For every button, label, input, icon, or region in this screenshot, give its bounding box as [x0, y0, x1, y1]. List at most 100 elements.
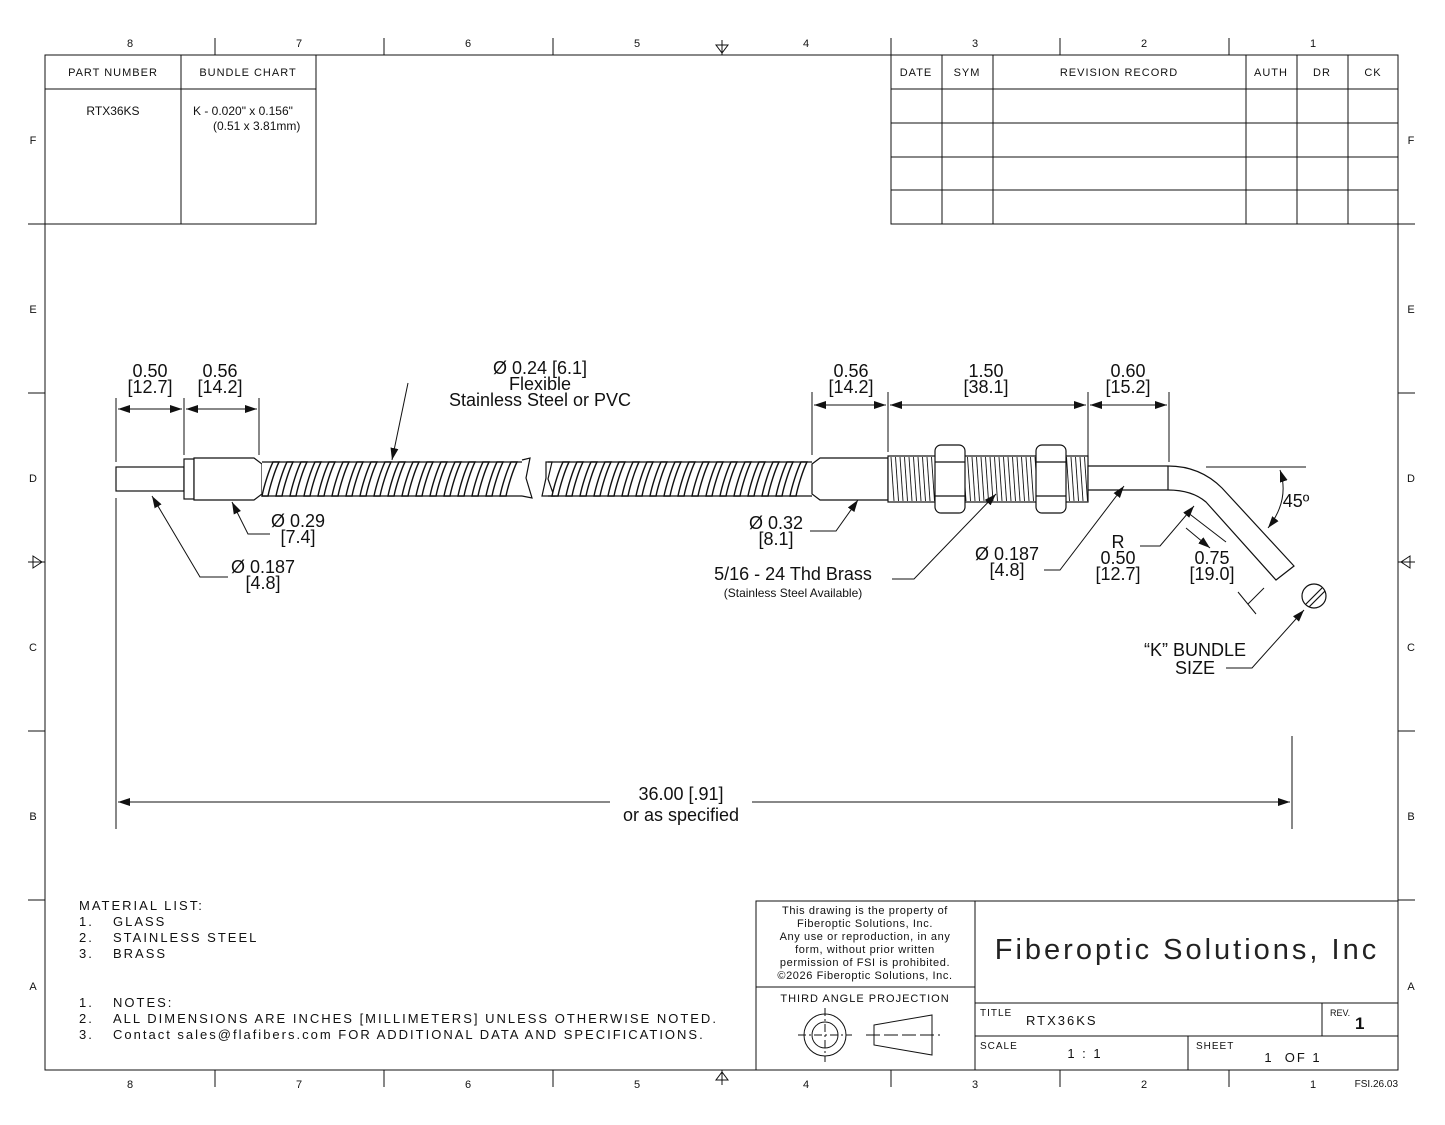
title-block: This drawing is the property of Fiberopt… [755, 900, 1399, 1071]
thread-line [931, 456, 935, 502]
svg-text:CK: CK [1364, 67, 1381, 79]
thread-line [926, 456, 931, 502]
zone-labels-bottom: 8 7 6 5 4 3 2 1 [127, 1079, 1316, 1091]
dimension-lines [115, 382, 1306, 829]
svg-text:E: E [1407, 304, 1414, 316]
svg-text:This drawing is the property o: This drawing is the property of [782, 905, 948, 917]
flex-label: Flexible [509, 374, 571, 394]
dia-0187-probe-mm: [4.8] [989, 560, 1024, 580]
zone-labels-right: F E D C B A [1407, 135, 1415, 993]
thread-line [967, 456, 971, 502]
svg-text:SYM: SYM [954, 67, 981, 79]
flex-material: Stainless Steel or PVC [449, 390, 631, 410]
armor-wrap [485, 461, 505, 497]
thread-line [1003, 456, 1007, 502]
svg-text:1.: 1. [79, 995, 94, 1010]
armor-wrap [663, 461, 683, 497]
svg-text:5: 5 [634, 38, 640, 50]
projection-label: THIRD ANGLE PROJECTION [780, 993, 949, 1005]
bundle-header-part: PART NUMBER [68, 67, 158, 79]
svg-text:8: 8 [127, 1079, 133, 1091]
radius-r: R [1112, 532, 1125, 552]
armor-wrap [747, 461, 767, 497]
hex-nut-left [934, 444, 966, 514]
radius-mm: [12.7] [1095, 564, 1140, 584]
thread-line [998, 456, 1003, 502]
svg-text:©2026 Fiberoptic Solutions, In: ©2026 Fiberoptic Solutions, Inc. [777, 970, 952, 982]
fiber-assembly [115, 444, 1295, 581]
glass-tip [115, 466, 185, 492]
svg-text:GLASS: GLASS [113, 914, 166, 929]
dim-056-b: 0.56 [833, 361, 868, 381]
armor-wrap [471, 461, 491, 497]
thread-alt: (Stainless Steel Available) [724, 586, 863, 600]
flex-dia: Ø 0.24 [6.1] [493, 358, 587, 378]
armor-wrap [443, 461, 463, 497]
dia-0187-tip: Ø 0.187 [231, 557, 295, 577]
svg-text:B: B [1407, 811, 1414, 823]
thread-line [904, 456, 908, 502]
svg-text:2.: 2. [79, 1011, 94, 1026]
tip-collar [183, 458, 195, 500]
bundle-size-label-2: SIZE [1175, 658, 1215, 678]
thread-line [1084, 456, 1088, 502]
armor-wrap [499, 461, 519, 497]
dia-032: Ø 0.32 [749, 513, 803, 533]
dim-056-b-mm: [14.2] [828, 377, 873, 397]
svg-text:DR: DR [1313, 67, 1331, 79]
dim-050: 0.50 [132, 361, 167, 381]
svg-text:4: 4 [803, 38, 809, 50]
notes-list: 1. NOTES: 2. ALL DIMENSIONS ARE INCHES [… [79, 995, 716, 1042]
thread-line [985, 456, 989, 502]
armor-wrap [275, 461, 295, 497]
armor-wrap [635, 461, 655, 497]
svg-text:2.: 2. [79, 930, 94, 945]
dim-075: 0.75 [1194, 548, 1229, 568]
thread-line [994, 456, 998, 502]
svg-text:3.: 3. [79, 946, 94, 961]
thread-line [1007, 456, 1012, 502]
crimp-sleeve [811, 457, 889, 501]
svg-text:form, without prior written: form, without prior written [795, 944, 935, 956]
bundle-table: PART NUMBER BUNDLE CHART RTX36KS K - 0.0… [44, 54, 317, 225]
svg-text:1: 1 [1310, 38, 1316, 50]
revision-table: DATE SYM REVISION RECORD AUTH DR CK [890, 54, 1399, 225]
svg-text:E: E [29, 304, 36, 316]
armor-spiral-right [551, 461, 809, 497]
thread-line [1021, 456, 1025, 502]
svg-text:NOTES:: NOTES: [113, 995, 173, 1010]
svg-text:DATE: DATE [900, 67, 933, 79]
armor-wrap [345, 461, 365, 497]
armor-wrap [373, 461, 393, 497]
bundle-line1: K - 0.020" x 0.156" [193, 104, 293, 118]
bent-probe [1087, 465, 1295, 581]
svg-text:2: 2 [1141, 38, 1147, 50]
armor-wrap [551, 461, 571, 497]
armor-wrap [579, 461, 599, 497]
svg-text:SCALE: SCALE [980, 1041, 1018, 1052]
svg-text:BRASS: BRASS [113, 946, 167, 961]
drawing-title: RTX36KS [1026, 1013, 1098, 1028]
svg-text:7: 7 [296, 38, 302, 50]
armor-wrap [317, 461, 337, 497]
svg-text:D: D [29, 473, 37, 485]
dia-029: Ø 0.29 [271, 511, 325, 531]
company-name: Fiberoptic Solutions, Inc [995, 934, 1379, 966]
armor-wrap [429, 461, 449, 497]
svg-text:6: 6 [465, 38, 471, 50]
armor-wrap [775, 461, 795, 497]
svg-text:AUTH: AUTH [1254, 67, 1288, 79]
thread-line [1016, 456, 1021, 502]
thread-line [899, 456, 904, 502]
thread-line [1075, 456, 1079, 502]
svg-text:8: 8 [127, 38, 133, 50]
svg-text:MATERIAL LIST:: MATERIAL LIST: [79, 898, 204, 913]
scale-value: 1 : 1 [1067, 1046, 1102, 1061]
thread-line [922, 456, 926, 502]
svg-text:7: 7 [296, 1079, 302, 1091]
material-list: MATERIAL LIST: 1. GLASS 2. STAINLESS STE… [79, 898, 256, 961]
sheet-value: 1 OF 1 [1264, 1050, 1321, 1065]
dim-056-mm: [14.2] [197, 377, 242, 397]
armor-wrap [719, 461, 739, 497]
